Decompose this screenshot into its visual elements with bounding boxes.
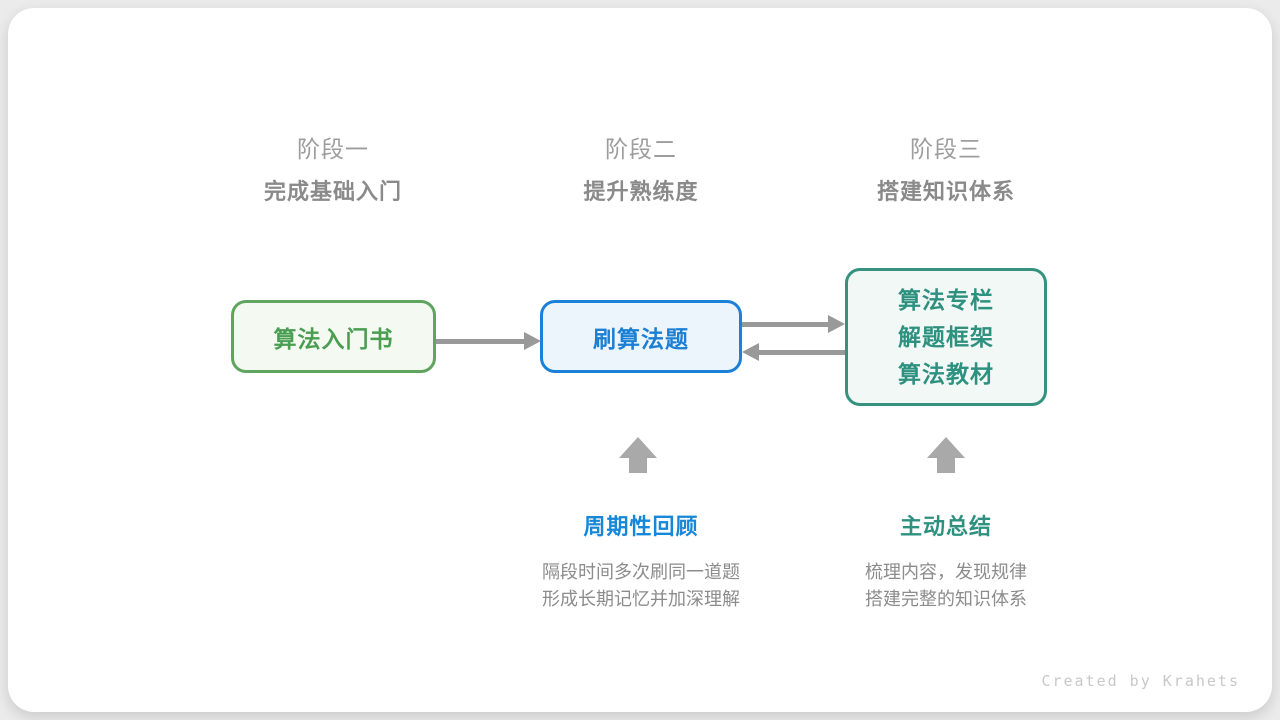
stage-1-label: 阶段一: [297, 136, 369, 162]
node-resource-line-2: 解题框架: [898, 323, 994, 350]
node-practice-problems-label: 刷算法题: [593, 325, 689, 352]
node-intro-book: 算法入门书: [231, 300, 436, 373]
stage-2-subtitle: 提升熟练度: [583, 179, 699, 204]
diagram-card: 阶段一 完成基础入门 阶段二 提升熟练度 阶段三 搭建知识体系 算法入门书 刷算…: [8, 8, 1272, 712]
arrow-up-icon: [619, 437, 657, 473]
desc-line: 搭建完整的知识体系: [865, 589, 1027, 609]
annotation-periodic-review-desc: 隔段时间多次刷同一道题 形成长期记忆并加深理解: [481, 559, 801, 613]
arrow-shaft: [436, 339, 526, 344]
arrow-shaft: [742, 322, 831, 327]
annotation-active-summary-desc: 梳理内容，发现规律 搭建完整的知识体系: [786, 559, 1106, 613]
desc-line: 隔段时间多次刷同一道题: [542, 562, 740, 582]
stage-3-label: 阶段三: [910, 136, 982, 162]
arrow-head-left: [742, 343, 759, 361]
annotation-active-summary-title: 主动总结: [899, 514, 992, 539]
credit-text: Created by Krahets: [1041, 672, 1240, 690]
annotation-periodic-review-title: 周期性回顾: [583, 514, 699, 539]
arrow-shaft: [756, 350, 845, 355]
node-resource-line-1: 算法专栏: [898, 286, 994, 313]
arrow-up-stem: [937, 458, 955, 473]
stage-3-subtitle: 搭建知识体系: [876, 179, 1015, 204]
arrow-head-right: [524, 332, 541, 350]
desc-line: 形成长期记忆并加深理解: [542, 589, 740, 609]
node-practice-problems: 刷算法题: [540, 300, 742, 373]
arrow-up-head: [619, 437, 657, 458]
stage-1-subtitle: 完成基础入门: [263, 179, 402, 204]
node-knowledge-resources: 算法专栏 解题框架 算法教材: [845, 268, 1047, 406]
desc-line: 梳理内容，发现规律: [865, 562, 1027, 582]
stage-2-label: 阶段二: [605, 136, 677, 162]
node-resource-line-3: 算法教材: [898, 360, 994, 387]
arrow-up-icon: [927, 437, 965, 473]
arrow-up-stem: [629, 458, 647, 473]
arrow-up-head: [927, 437, 965, 458]
node-intro-book-label: 算法入门书: [273, 325, 394, 352]
arrow-head-right: [828, 315, 845, 333]
